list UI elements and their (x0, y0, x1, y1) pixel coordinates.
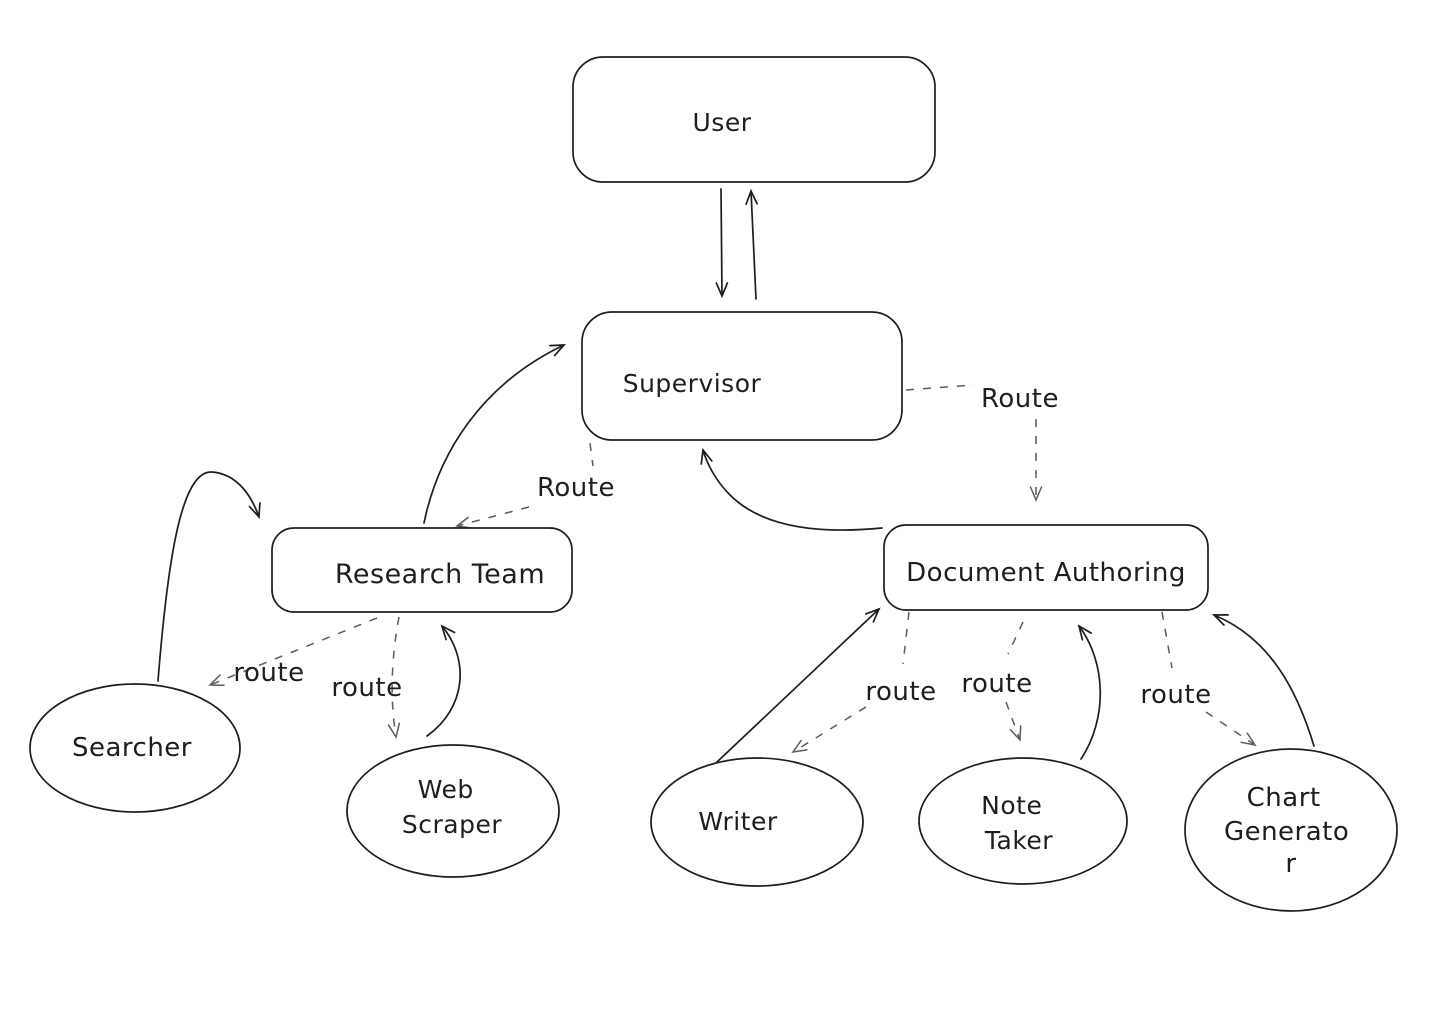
edge-supervisor-to-research-team-seg1 (589, 442, 594, 467)
node-user-shape (572, 56, 936, 183)
node-supervisor-shape (581, 311, 903, 441)
edge-document-authoring-to-writer-seg1 (902, 611, 910, 665)
edge-document-authoring-to-supervisor (703, 450, 883, 531)
edge-document-authoring-to-note-taker-seg1 (1007, 621, 1024, 655)
edge-document-authoring-to-writer-seg2 (791, 706, 867, 754)
node-user-label: User (693, 108, 752, 137)
node-searcher-shape (29, 683, 241, 813)
edge-label-route-document-authoring-note-taker: route (961, 669, 1032, 699)
node-note-taker-shape (918, 757, 1128, 885)
edge-chart-generator-to-document-authoring (1214, 615, 1315, 747)
edge-label-route-document-authoring-chart-generator: route (1140, 680, 1211, 710)
edge-label-route-research-team-web-scraper: route (331, 673, 402, 703)
edge-supervisor-to-user (751, 191, 756, 300)
node-searcher-label: Searcher (72, 733, 192, 763)
edge-label-route-supervisor-document-authoring: Route (981, 384, 1059, 414)
edges-dashed (208, 384, 1257, 754)
edge-supervisor-to-research-team-seg2 (455, 506, 530, 529)
edge-searcher-to-research-team (157, 471, 259, 682)
edge-label-route-research-team-searcher: route (233, 658, 304, 688)
node-supervisor-label: Supervisor (623, 369, 762, 398)
node-research-team-shape (271, 527, 573, 613)
node-note-taker-label: Note Taker (981, 791, 1053, 855)
node-document-authoring: Document Authoring (883, 524, 1209, 611)
edge-web-scraper-to-research-team (426, 626, 461, 737)
node-research-team: Research Team (271, 527, 573, 613)
edge-label-route-document-authoring-writer: route (865, 677, 936, 707)
edge-document-authoring-to-chart-generator-seg2 (1205, 711, 1257, 747)
node-web-scraper: Web Scraper (346, 744, 560, 878)
node-chart-generator-label: Chart Generato r (1224, 783, 1358, 879)
node-chart-generator-shape (1184, 748, 1398, 912)
edge-supervisor-to-document-authoring-seg1 (905, 384, 975, 391)
node-web-scraper-label: Web Scraper (402, 775, 502, 839)
node-research-team-label: Research Team (335, 559, 545, 590)
node-supervisor: Supervisor (581, 311, 903, 441)
node-web-scraper-shape (346, 744, 560, 878)
edge-research-team-to-web-scraper (387, 616, 401, 739)
edge-note-taker-to-document-authoring (1079, 626, 1102, 760)
edges-solid (157, 188, 1315, 763)
edge-labels: Route Route route route route route rout… (233, 384, 1211, 710)
edge-writer-to-document-authoring (716, 609, 879, 763)
node-chart-generator: Chart Generato r (1184, 748, 1398, 912)
edge-research-team-to-searcher (208, 617, 378, 687)
edge-research-team-to-supervisor (423, 345, 564, 524)
node-searcher: Searcher (29, 683, 241, 813)
node-writer-shape (650, 757, 864, 887)
node-document-authoring-label: Document Authoring (906, 558, 1186, 588)
node-writer-label: Writer (698, 807, 778, 836)
edge-document-authoring-to-chart-generator-seg1 (1161, 611, 1173, 669)
edge-label-route-supervisor-research-team: Route (537, 473, 615, 503)
node-writer: Writer (650, 757, 864, 887)
edge-document-authoring-to-note-taker-seg2 (1005, 701, 1022, 742)
edge-user-to-supervisor (721, 188, 722, 296)
node-document-authoring-shape (883, 524, 1209, 611)
node-note-taker: Note Taker (918, 757, 1128, 885)
node-user: User (572, 56, 936, 183)
